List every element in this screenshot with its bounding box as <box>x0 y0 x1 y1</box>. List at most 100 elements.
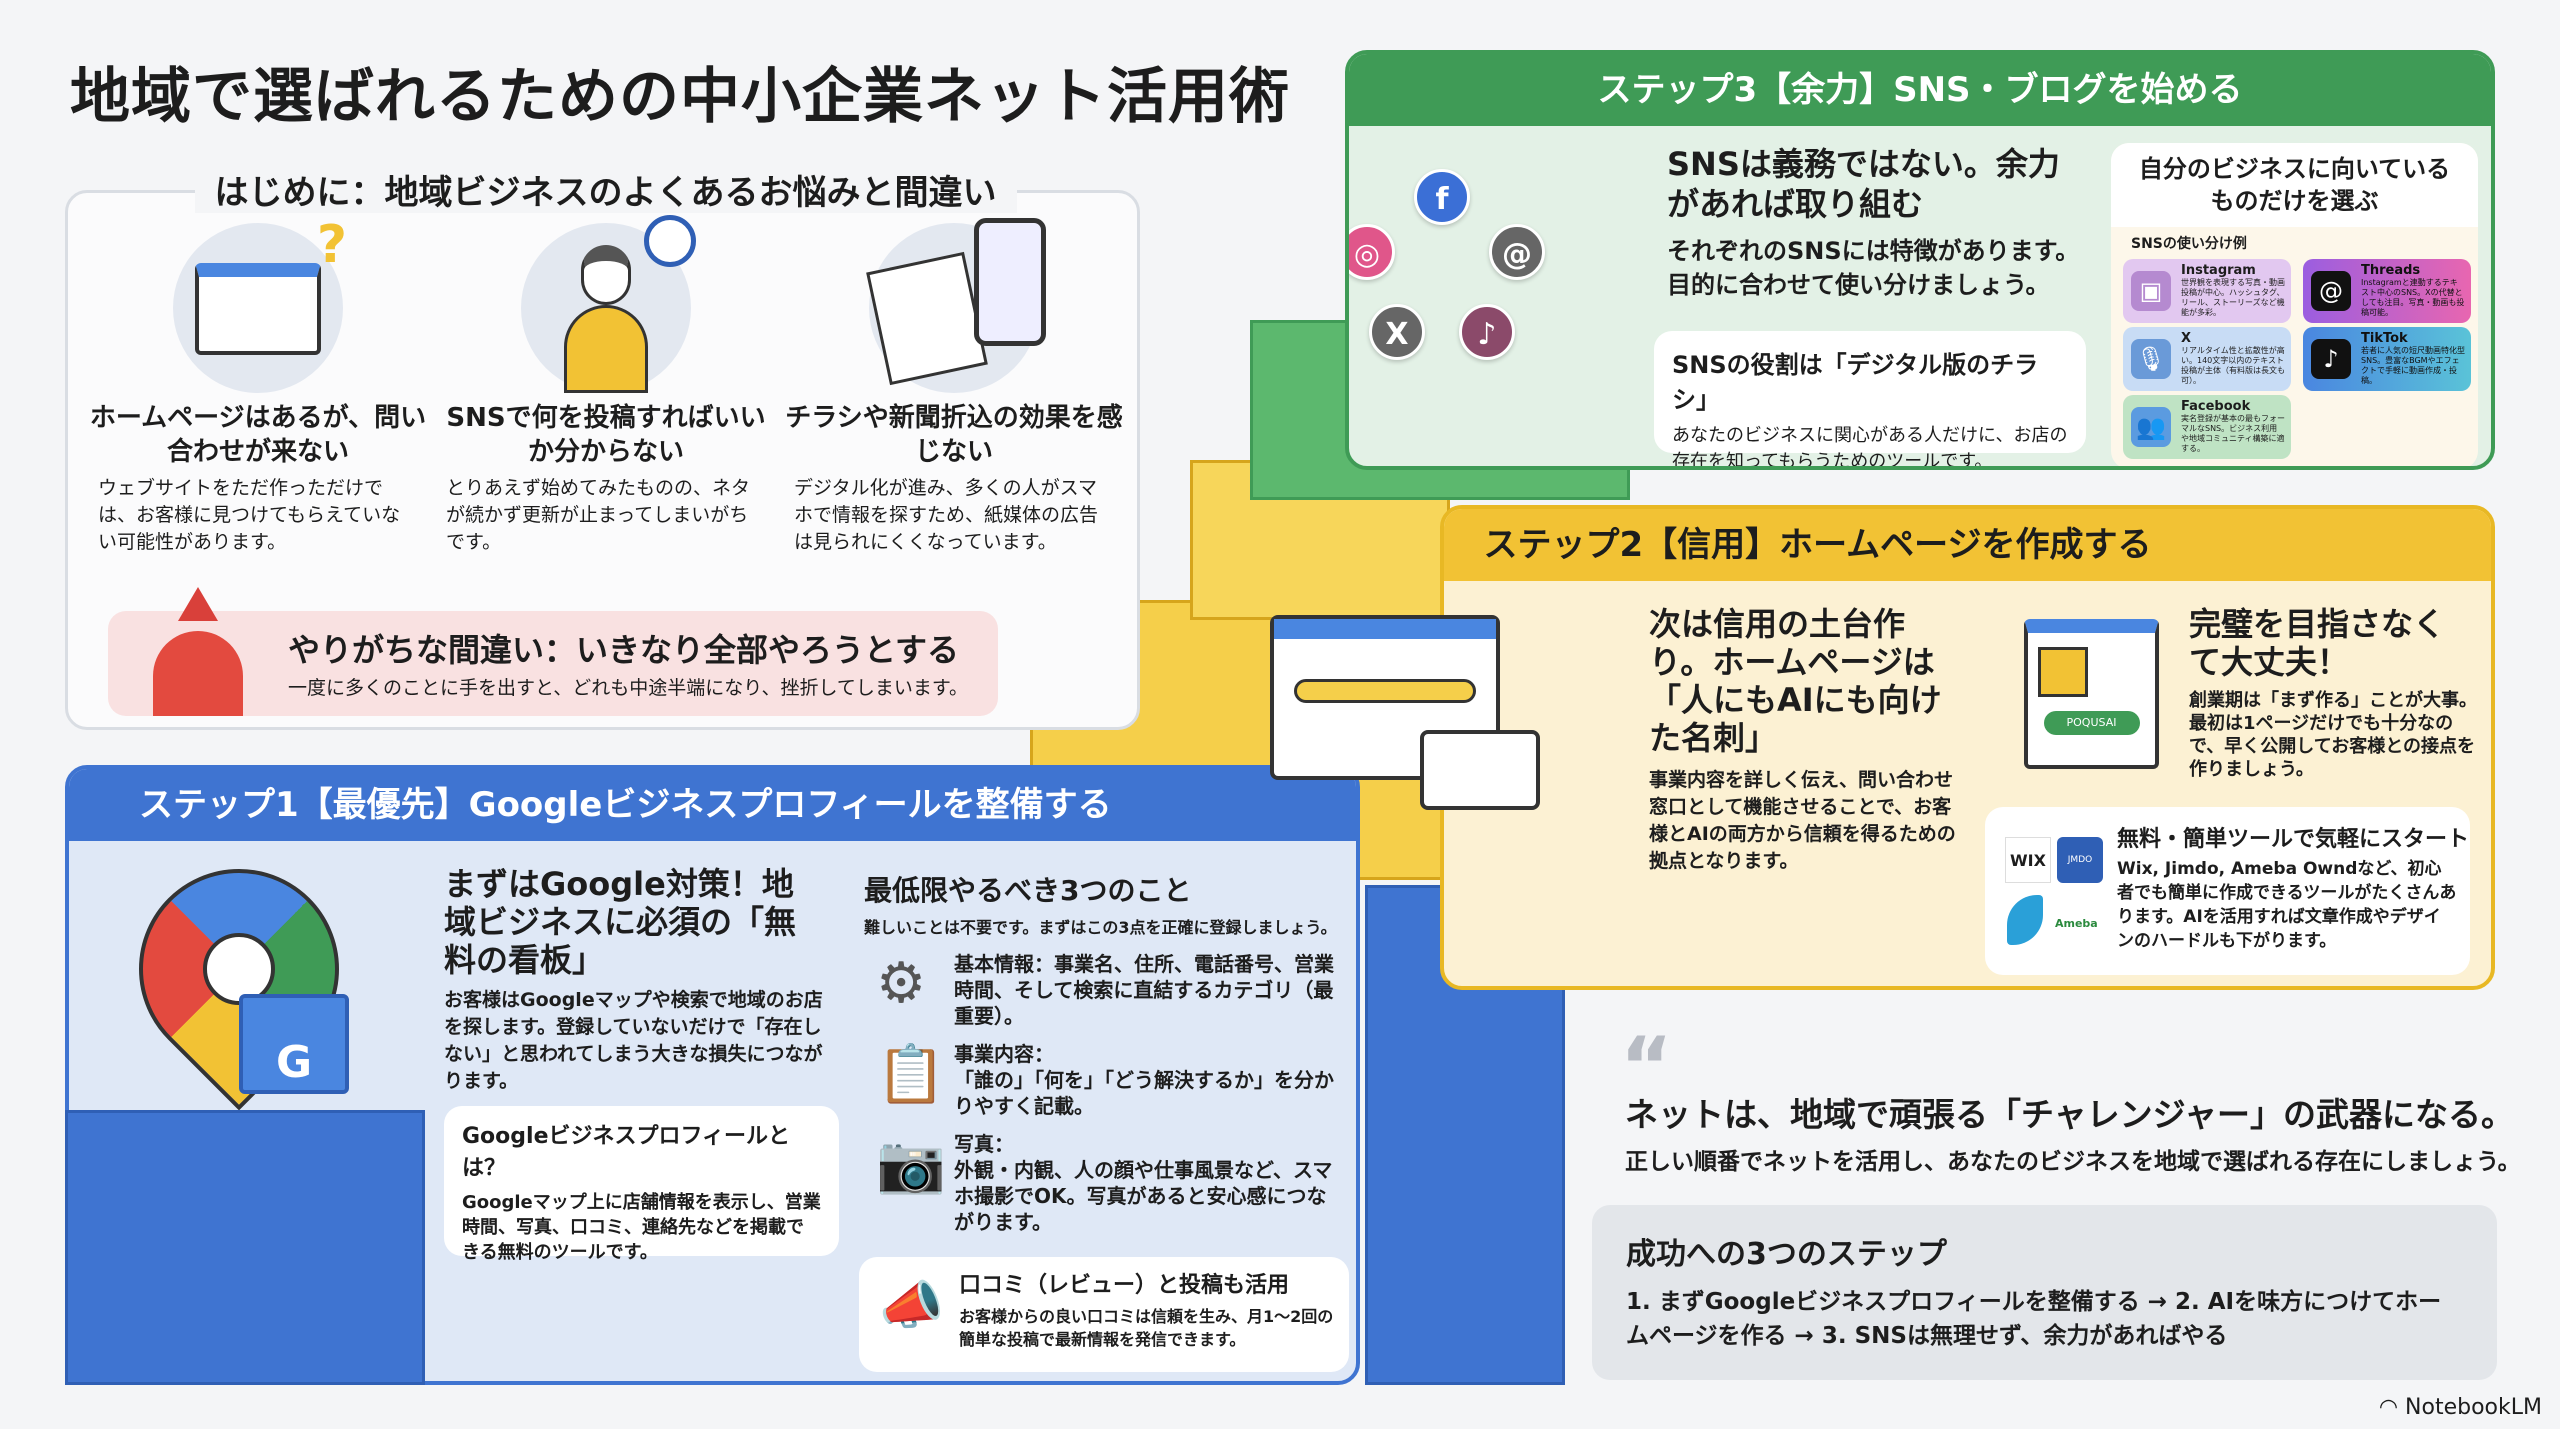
todo-item-title: 写真： <box>954 1132 1014 1156</box>
review-text: お客様からの良い口コミは信頼を生み、月1〜2回の簡単な投稿で最新情報を発信できま… <box>959 1307 1334 1349</box>
problem-title: SNSで何を投稿すればいいか分からない <box>446 403 766 467</box>
step2-header: ステップ2【信用】ホームページを作成する <box>1444 509 2491 581</box>
wix-logo: WIX <box>2005 837 2051 883</box>
problem-text: ウェブサイトをただ作っただけでは、お客様に見つけてもらえていない可能性があります… <box>98 477 401 553</box>
page-title: 地域で選ばれるための中小企業ネット活用術 <box>70 62 1290 132</box>
instagram-icon: ◎ <box>1349 224 1395 280</box>
tools-title: 無料・簡単ツールで気軽にスタート <box>2117 827 2470 852</box>
todo-item: 📋 事業内容：「誰の」「何を」「どう解決するか」を分かりやすく記載。 <box>876 1041 1339 1119</box>
step3-body: それぞれのSNSには特徴があります。目的に合わせて使い分けましょう。 <box>1667 237 2080 299</box>
sns-role-card: SNSの役割は「デジタル版のチラシ」 あなたのビジネスに関心がある人だけに、お店… <box>1654 331 2086 466</box>
sns-name: Threads <box>2361 263 2421 278</box>
problem-card: チラシや新聞折込の効果を感じない デジタル化が進み、多くの人がスマホで情報を探す… <box>784 218 1124 556</box>
intro-heading: はじめに：地域ビジネスのよくあるお悩みと間違い <box>194 173 1017 213</box>
todo-item-text: 「誰の」「何を」「どう解決するか」を分かりやすく記載。 <box>954 1068 1334 1118</box>
tools-text: Wix, Jimdo, Ameba Owndなど、初心者でも簡単に作成できるツー… <box>2117 859 2457 951</box>
step3-panel: ステップ3【余力】SNS・ブログを始める f ◎ @ X ♪ SNSは義務ではな… <box>1345 50 2495 470</box>
problem-card: ? ホームページはあるが、問い合わせが来ない ウェブサイトをただ作っただけでは、… <box>88 215 428 556</box>
checklist-icon: 📋 <box>876 1042 946 1107</box>
tiktok-icon: ♪ <box>1459 304 1515 360</box>
warning-icon <box>178 587 218 621</box>
sns-choice-panel: 自分のビジネスに向いているものだけを選ぶ SNSの使い分け例 ▣Instagra… <box>2111 143 2478 466</box>
step3-header: ステップ3【余力】SNS・ブログを始める <box>1349 54 2491 126</box>
todo-title: 最低限やるべき3つのこと <box>864 874 1192 907</box>
jimdo-logo: JMDO <box>2057 837 2103 883</box>
sns-name: X <box>2181 331 2192 346</box>
sns-name: TikTok <box>2361 331 2408 346</box>
sns-name: Instagram <box>2181 263 2256 278</box>
studio-leaf-logo <box>2007 895 2043 945</box>
whatis-card: Googleビジネスプロフィールとは？ Googleマップ上に店舗情報を表示し、… <box>444 1106 839 1263</box>
id-card-illustration <box>1420 730 1540 810</box>
review-card: 📣 口コミ（レビュー）と投稿も活用 お客様からの良い口コミは信頼を生み、月1〜2… <box>859 1257 1349 1372</box>
intro-panel: はじめに：地域ビジネスのよくあるお悩みと間違い ? ホームページはあるが、問い合… <box>65 173 1140 730</box>
newspaper-phone-map-icon <box>866 218 1046 393</box>
gear-icon: ⚙ <box>876 951 927 1016</box>
review-title: 口コミ（レビュー）と投稿も活用 <box>959 1273 1290 1298</box>
stressed-person-icon <box>153 631 243 716</box>
todo-item: 📷 写真：外観・内観、人の顔や仕事風景など、スマホ撮影でOK。写真があると安心感に… <box>876 1131 1339 1235</box>
sns-choice-title: 自分のビジネスに向いているものだけを選ぶ <box>2111 143 2478 227</box>
quote-mark-icon: “ <box>1620 1020 1673 1113</box>
tools-card: WIX JMDO Ameba 無料・簡単ツールで気軽にスタート Wix, Jim… <box>1985 807 2470 975</box>
mistake-text: 一度に多くのことに手を出すと、どれも中途半端になり、挫折してしまいます。 <box>288 677 969 699</box>
ameba-logo: Ameba <box>2055 917 2098 930</box>
problem-text: とりあえず始めてみたものの、ネタが続かず更新が止まってしまいがちです。 <box>446 477 751 553</box>
step1-header: ステップ1【最優先】Googleビジネスプロフィールを整備する <box>69 769 1356 841</box>
sns-text: Instagramと連動するテキスト中心のSNS。Xの代替としても注目。写真・動… <box>2361 278 2465 317</box>
problem-card: SNSで何を投稿すればいいか分からない とりあえず始めてみたものの、ネタが続かず… <box>436 215 776 556</box>
mistake-banner: やりがちな間違い：いきなり全部やろうとする 一度に多くのことに手を出すと、どれも… <box>108 587 998 716</box>
step2-panel: ステップ2【信用】ホームページを作成する 次は信用の土台作り。ホームページは「人… <box>1440 505 2495 990</box>
success-steps-title: 成功への3つのステップ <box>1626 1237 1947 1272</box>
sns-name: Facebook <box>2181 399 2251 414</box>
notebooklm-brand: ◠ NotebookLM <box>2379 1395 2542 1420</box>
sns-role-text: あなたのビジネスに関心がある人だけに、お店の存在を知ってもらうためのツールです。 <box>1672 425 2068 470</box>
threads-icon: @ <box>1489 224 1545 280</box>
x-icon: X <box>1369 304 1425 360</box>
success-steps-box: 成功への3つのステップ 1. まずGoogleビジネスプロフィールを整備する →… <box>1592 1205 2497 1380</box>
step3-headline: SNSは義務ではない。余力があれば取り組む <box>1667 145 2060 223</box>
todo-subtitle: 難しいことは不要です。まずはこの3点を正確に登録しましょう。 <box>864 918 1337 937</box>
closing-headline: ネットは、地域で頑張る「チャレンジャー」の武器になる。 <box>1625 1095 2515 1134</box>
step1-body: お客様はGoogleマップや検索で地域のお店を探します。登録していないだけで「存… <box>444 989 823 1092</box>
success-steps-text: 1. まずGoogleビジネスプロフィールを整備する → 2. AIを味方につけ… <box>1626 1289 2442 1349</box>
sns-text: 若者に人気の短尺動画特化型SNS。豊富なBGMやエフェクトで手軽に動画作成・投稿… <box>2361 346 2465 385</box>
todo-item: ⚙ 基本情報：事業名、住所、電話番号、営業時間、そして検索に直結するカテゴリ（最重… <box>876 951 1339 1029</box>
camera-icon: 📷 <box>876 1132 946 1197</box>
step2-body: 事業内容を詳しく伝え、問い合わせ窓口として機能させることで、お客様とAIの両方か… <box>1649 769 1956 872</box>
sns-role-title: SNSの役割は「デジタル版のチラシ」 <box>1672 351 2039 414</box>
todo-item-text: 事業名、住所、電話番号、営業時間、そして検索に直結するカテゴリ（最重要）。 <box>954 952 1334 1028</box>
problem-title: ホームページはあるが、問い合わせが来ない <box>89 403 427 467</box>
confused-person-phone-icon <box>521 215 696 393</box>
step1-panel: ステップ1【最優先】Googleビジネスプロフィールを整備する G まずはGoo… <box>65 765 1360 1385</box>
todo-item-title: 事業内容： <box>954 1042 1054 1066</box>
brand-label: NotebookLM <box>2405 1395 2542 1420</box>
cta-button: POQUSAI <box>2043 711 2140 735</box>
todo-item-text: 外観・内観、人の顔や仕事風景など、スマホ撮影でOK。写真があると安心感につながり… <box>954 1158 1333 1234</box>
step2-headline: 次は信用の土台作り。ホームページは「人にもAIにも向けた名刺」 <box>1649 605 1942 757</box>
browser-search-icon: ? <box>173 215 347 393</box>
website-icon: POQUSAI <box>2024 619 2159 769</box>
sns-text: リアルタイム性と拡散性が高い。140文字以内のテキスト投稿が主体（有料版は長文も… <box>2181 346 2285 385</box>
step1-headline: まずはGoogle対策！地域ビジネスに必須の「無料の看板」 <box>444 865 797 979</box>
todo-item-title: 基本情報： <box>954 952 1054 976</box>
whatis-title: Googleビジネスプロフィールとは？ <box>462 1124 791 1181</box>
mistake-title: やりがちな間違い：いきなり全部やろうとする <box>288 631 960 669</box>
closing-subtitle: 正しい順番でネットを活用し、あなたのビジネスを地域で選ばれる存在にしましょう。 <box>1625 1149 2521 1175</box>
perfect-title: 完璧を目指さなくて大丈夫！ <box>2189 605 2446 681</box>
google-business-store-icon: G <box>239 994 349 1094</box>
whatis-text: Googleマップ上に店舗情報を表示し、営業時間、写真、口コミ、連絡先などを掲載… <box>462 1192 821 1263</box>
problem-text: デジタル化が進み、多くの人がスマホで情報を探すため、紙媒体の広告は見られにくくな… <box>794 477 1099 553</box>
notebooklm-logo-icon: ◠ <box>2378 1395 2406 1420</box>
facebook-icon: f <box>1414 169 1470 225</box>
sns-text: 世界観を表現する写真・動画投稿が中心。ハッシュタグ、リール、ストーリーズなど機能… <box>2181 278 2285 317</box>
problem-title: チラシや新聞折込の効果を感じない <box>785 403 1123 467</box>
sns-examples-title: SNSの使い分け例 <box>2131 236 2247 252</box>
sns-text: 実名登録が基本の最もフォーマルなSNS。ビジネス利用や地域コミュニティ構築に適す… <box>2181 414 2285 453</box>
megaphone-icon: 📣 <box>879 1276 944 1336</box>
